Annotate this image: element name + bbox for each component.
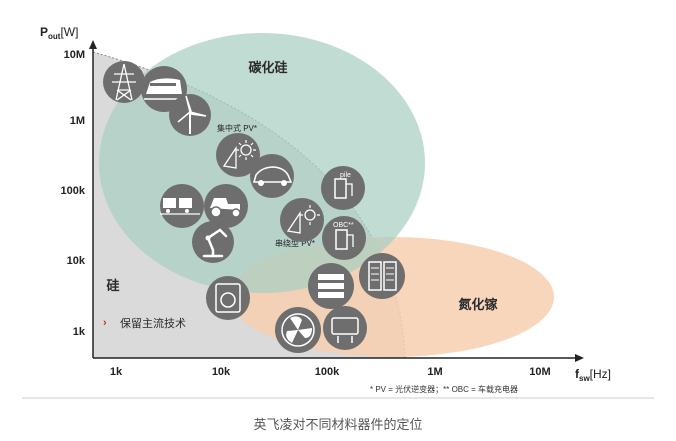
string-pv-label: 串绕型 PV*	[275, 238, 315, 248]
server-icon	[308, 263, 354, 309]
wind-turbine-icon	[169, 94, 211, 136]
washing-machine-icon	[206, 276, 250, 320]
robot-arm-icon	[192, 221, 234, 263]
si-label: 硅	[106, 278, 119, 293]
footnote: * PV = 光伏逆变器；** OBC = 车载充电器	[370, 384, 518, 394]
obc-label: OBC**	[333, 222, 354, 229]
x-axis-title: fsw[Hz]	[575, 367, 611, 383]
x-tick: 10k	[212, 366, 231, 378]
x-tick: 1M	[427, 366, 442, 378]
legend-marker: ›	[103, 317, 107, 329]
sic-label: 碳化硅	[248, 60, 287, 75]
figure-caption: 英飞凌对不同材料器件的定位	[253, 418, 423, 433]
y-tick: 10M	[64, 49, 85, 61]
server-rack-icon	[359, 253, 405, 299]
air-conditioner-icon	[323, 306, 367, 350]
x-tick: 10M	[529, 366, 550, 378]
onboard-charger-icon: OBC**	[322, 216, 366, 260]
pile-label: pile	[340, 172, 351, 179]
solar-panel-sun-icon	[216, 133, 260, 177]
y-tick: 100k	[61, 185, 86, 197]
transmission-tower-icon	[103, 61, 145, 103]
fan-icon	[275, 307, 321, 353]
car-icon	[250, 154, 294, 198]
y-tick: 10k	[67, 255, 86, 267]
y-tick: 1k	[73, 326, 86, 338]
y-tick: 1M	[70, 115, 85, 127]
tractor-icon	[204, 184, 248, 228]
charging-pile-icon: pile	[321, 166, 365, 210]
gan-label: 氮化镓	[458, 297, 498, 312]
cargo-train-icon	[160, 184, 204, 228]
x-tick: 1k	[110, 366, 123, 378]
solar-panel-sun-icon	[280, 198, 324, 242]
divider	[22, 397, 654, 399]
legend-text: 保留主流技术	[120, 316, 186, 330]
central-pv-label: 集中式 PV*	[217, 123, 257, 133]
x-tick: 100k	[315, 366, 340, 378]
y-axis-title: Pout[W]	[40, 25, 78, 41]
y-axis-arrow	[89, 40, 97, 49]
x-axis-arrow	[575, 354, 584, 362]
